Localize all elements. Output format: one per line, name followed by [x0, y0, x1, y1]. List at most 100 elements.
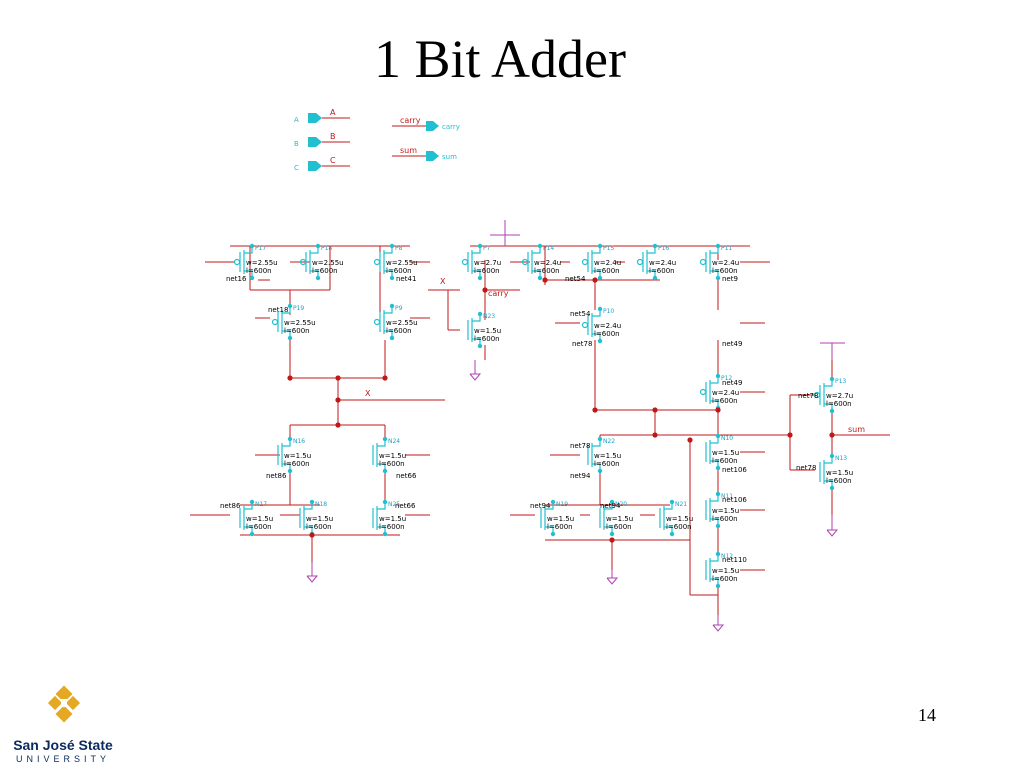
- net-label-X: X: [365, 389, 371, 398]
- transistor-width: w=2.7u: [474, 259, 501, 267]
- transistor-length: l=600n: [712, 575, 738, 583]
- net-label-net78: net78: [796, 464, 816, 472]
- transistor-length: l=600n: [649, 267, 675, 275]
- pin-dot: [715, 433, 721, 439]
- transistor-width: w=2.55u: [246, 259, 278, 267]
- transistor-length: l=600n: [386, 267, 412, 275]
- junction-dot: [829, 432, 835, 438]
- pin-dot: [382, 531, 388, 537]
- net-label-net78: net78: [572, 340, 592, 348]
- transistor-width: w=2.4u: [712, 389, 739, 397]
- pin-dot: [715, 491, 721, 497]
- junction-dot: [652, 432, 658, 438]
- pin-dot: [287, 468, 293, 474]
- input-pin-label: B: [294, 140, 299, 148]
- net-label-net54: net54: [565, 275, 586, 283]
- pin-dot: [287, 436, 293, 442]
- transistor-length: l=600n: [284, 327, 310, 335]
- transistor-length: l=600n: [246, 267, 272, 275]
- junction-dot: [592, 407, 598, 413]
- transistor-name: N18: [315, 501, 327, 508]
- transistor-width: w=1.5u: [666, 515, 693, 523]
- transistor-name: N21: [675, 501, 687, 508]
- junction-dot: [609, 537, 615, 543]
- net-label-X: X: [440, 277, 446, 286]
- transistor-name: P11: [721, 245, 732, 252]
- transistor-length: l=600n: [712, 397, 738, 405]
- net-label-net94: net94: [530, 502, 551, 510]
- transistor-name: P12: [721, 375, 732, 382]
- transistor-name: N11: [721, 493, 733, 500]
- transistor-length: l=600n: [284, 460, 310, 468]
- transistor-name: N10: [721, 435, 733, 442]
- pin-dot: [477, 275, 483, 281]
- sjsu-logo-icon: [47, 685, 81, 723]
- transistor-length: l=600n: [594, 267, 620, 275]
- transistor-name: P9: [395, 305, 403, 312]
- transistor-length: l=600n: [386, 327, 412, 335]
- junction-dot: [542, 277, 548, 283]
- transistor-length: l=600n: [594, 460, 620, 468]
- pin-dot: [829, 485, 835, 491]
- pin-dot: [382, 436, 388, 442]
- net-label-net106: net106: [722, 496, 747, 504]
- pin-dot: [715, 373, 721, 379]
- transistor-p12: P12 w=2.4ul=600n: [699, 375, 739, 408]
- transistor-width: w=2.4u: [534, 259, 561, 267]
- transistor-width: w=1.5u: [594, 452, 621, 460]
- transistor-length: l=600n: [474, 335, 500, 343]
- transistor-width: w=1.5u: [474, 327, 501, 335]
- transistor-width: w=1.5u: [712, 449, 739, 457]
- transistor-width: w=1.5u: [606, 515, 633, 523]
- transistor-name: N13: [835, 455, 847, 462]
- input-net-label: B: [330, 132, 336, 141]
- junction-dot: [715, 407, 721, 413]
- transistor-name: N12: [721, 553, 733, 560]
- transistor-name: N20: [615, 501, 627, 508]
- transistor-name: P15: [603, 245, 614, 252]
- net-label-net110: net110: [722, 556, 747, 564]
- transistor-width: w=2.4u: [649, 259, 676, 267]
- transistor-length: l=600n: [246, 523, 272, 531]
- pin-dot: [309, 499, 315, 505]
- transistor-width: w=1.5u: [246, 515, 273, 523]
- transistor-name: P7: [483, 245, 491, 252]
- pin-dot: [287, 303, 293, 309]
- pin-dot: [389, 335, 395, 341]
- net-label-net78: net78: [570, 442, 590, 450]
- net-label-net49: net49: [722, 340, 742, 348]
- pin-dot: [715, 465, 721, 471]
- transistor-width: w=2.4u: [594, 259, 621, 267]
- net-label-net86: net86: [220, 502, 241, 510]
- pin-dot: [715, 243, 721, 249]
- pin-dot: [287, 335, 293, 341]
- net-label-net16: net16: [226, 275, 247, 283]
- transistor-width: w=2.7u: [826, 392, 853, 400]
- junction-dot: [335, 375, 341, 381]
- output-pin-icon: [426, 121, 439, 131]
- pin-dot: [609, 531, 615, 537]
- pin-dot: [249, 275, 255, 281]
- transistor-devices: P17w=2.55ul=600nP18w=2.55ul=600nP8w=2.55…: [233, 243, 853, 589]
- transistor-name: P18: [321, 245, 332, 252]
- transistor-width: w=2.55u: [386, 319, 418, 327]
- net-label-net49: net49: [722, 379, 742, 387]
- pin-dot: [315, 243, 321, 249]
- transistor-length: l=600n: [474, 267, 500, 275]
- pin-dot: [609, 499, 615, 505]
- pin-dot: [652, 243, 658, 249]
